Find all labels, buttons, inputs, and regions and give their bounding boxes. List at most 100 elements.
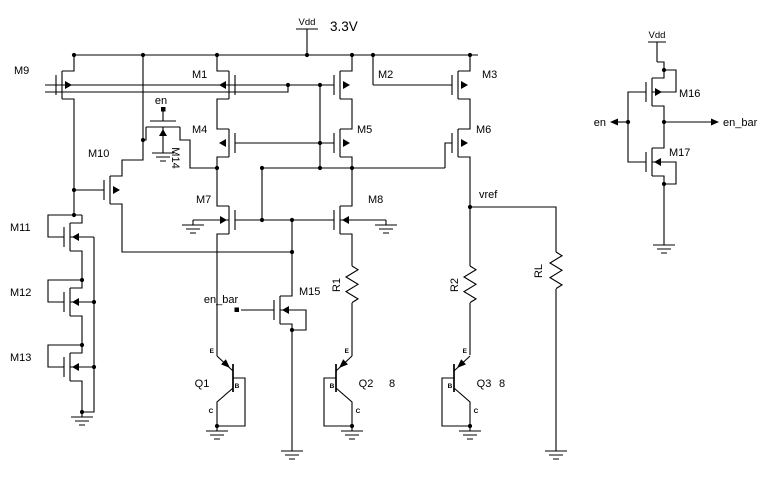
ground-icon (375, 220, 397, 234)
label-m14: M14 (169, 147, 181, 168)
junction-dot (349, 165, 355, 171)
wire (548, 251, 564, 290)
terminal-square-en (161, 107, 166, 112)
label-m7: M7 (196, 194, 211, 206)
junction-dot (79, 342, 85, 348)
wire (63, 280, 83, 324)
net-label-en-inverter: en (594, 117, 606, 129)
transistor-q2 (323, 355, 353, 427)
transistor-m9 (55, 63, 75, 107)
junction-dot (304, 52, 310, 58)
junction-dot (259, 165, 265, 171)
wire (341, 426, 363, 440)
transistor-m12 (63, 280, 83, 324)
junction-dot (259, 217, 265, 223)
wire (45, 85, 289, 93)
junction-dot (661, 181, 667, 187)
transistor-m5 (333, 121, 353, 165)
transistor-m3 (451, 63, 471, 107)
wire (103, 168, 123, 212)
pmos-arrow-icon (113, 186, 120, 194)
label-q2-multiplier: 8 (389, 378, 395, 390)
pnp-emitter-arrow-icon (221, 359, 230, 368)
pmos-arrow-icon (65, 81, 72, 89)
nmos-arrow-icon (72, 298, 79, 306)
vdd-label: Vdd (299, 17, 316, 28)
wire (71, 412, 93, 426)
nmos-arrow-icon (342, 216, 349, 224)
junction-dot (467, 52, 473, 58)
transistor-m17 (645, 140, 665, 184)
junction-dot (140, 137, 146, 143)
wire (652, 161, 677, 185)
wire (206, 426, 228, 440)
pin-label-collector: C (209, 408, 214, 415)
transistor-m14 (143, 120, 217, 169)
wire (280, 309, 307, 331)
label-m5: M5 (357, 124, 372, 136)
wire (645, 140, 665, 184)
transistor-m11 (63, 215, 83, 259)
transistor-m16 (645, 70, 665, 114)
nmos-arrow-icon (72, 363, 79, 371)
wire (657, 61, 665, 70)
wire (441, 377, 470, 427)
nmos-arrow-icon (220, 216, 227, 224)
pmos-arrow-icon (219, 81, 226, 89)
resistor-rl (548, 251, 564, 290)
transistor-m7 (216, 198, 236, 242)
wire (645, 70, 665, 114)
junction-dot (317, 82, 323, 88)
net-label-en-bar-inverter: en_bar (723, 117, 758, 129)
label-q3-multiplier: 8 (499, 378, 505, 390)
transistor-m8 (333, 198, 353, 242)
wire (344, 265, 360, 304)
wire (55, 63, 75, 107)
label-m10: M10 (88, 148, 109, 160)
ground-icon (152, 148, 174, 162)
junction-dot (625, 119, 631, 125)
wire (63, 345, 83, 389)
label-m8: M8 (368, 194, 383, 206)
wire (281, 446, 303, 460)
pin-label-collector: C (356, 408, 361, 415)
junction-dot (289, 217, 295, 223)
junction-dot (71, 212, 77, 218)
components (55, 63, 719, 460)
resistor-r1 (344, 265, 360, 304)
wire (335, 387, 353, 426)
wire (453, 387, 471, 426)
pmos-arrow-icon (219, 139, 226, 147)
wire (375, 220, 397, 234)
wire (470, 206, 557, 252)
label-q1: Q1 (195, 378, 210, 390)
label-m17: M17 (669, 147, 690, 159)
wire (47, 214, 82, 238)
pnp-emitter-arrow-icon (457, 359, 466, 368)
wire (143, 120, 217, 169)
junction-dot (370, 52, 376, 58)
transistor-m6 (451, 121, 471, 165)
junction-dot (214, 423, 220, 429)
label-m16: M16 (679, 88, 700, 100)
nmos-arrow-icon (72, 233, 79, 241)
wire (323, 377, 352, 427)
transistor-m15 (273, 288, 293, 332)
wire (462, 265, 478, 304)
junction-dots (71, 52, 667, 429)
label-m6: M6 (476, 124, 491, 136)
junction-dot (79, 277, 85, 283)
pmos-arrow-icon (655, 88, 662, 96)
junction-dot (349, 423, 355, 429)
label-m9: M9 (14, 65, 29, 77)
label-rl: RL (533, 264, 545, 278)
label-m4: M4 (192, 124, 207, 136)
transistor-m13 (63, 345, 83, 389)
terminal-square-en-bar (234, 307, 239, 312)
junction-dot (71, 187, 77, 193)
wire (333, 198, 353, 242)
wire (627, 91, 646, 163)
wire (47, 344, 82, 368)
pmos-arrow-icon (343, 139, 350, 147)
junction-dot (91, 299, 97, 305)
